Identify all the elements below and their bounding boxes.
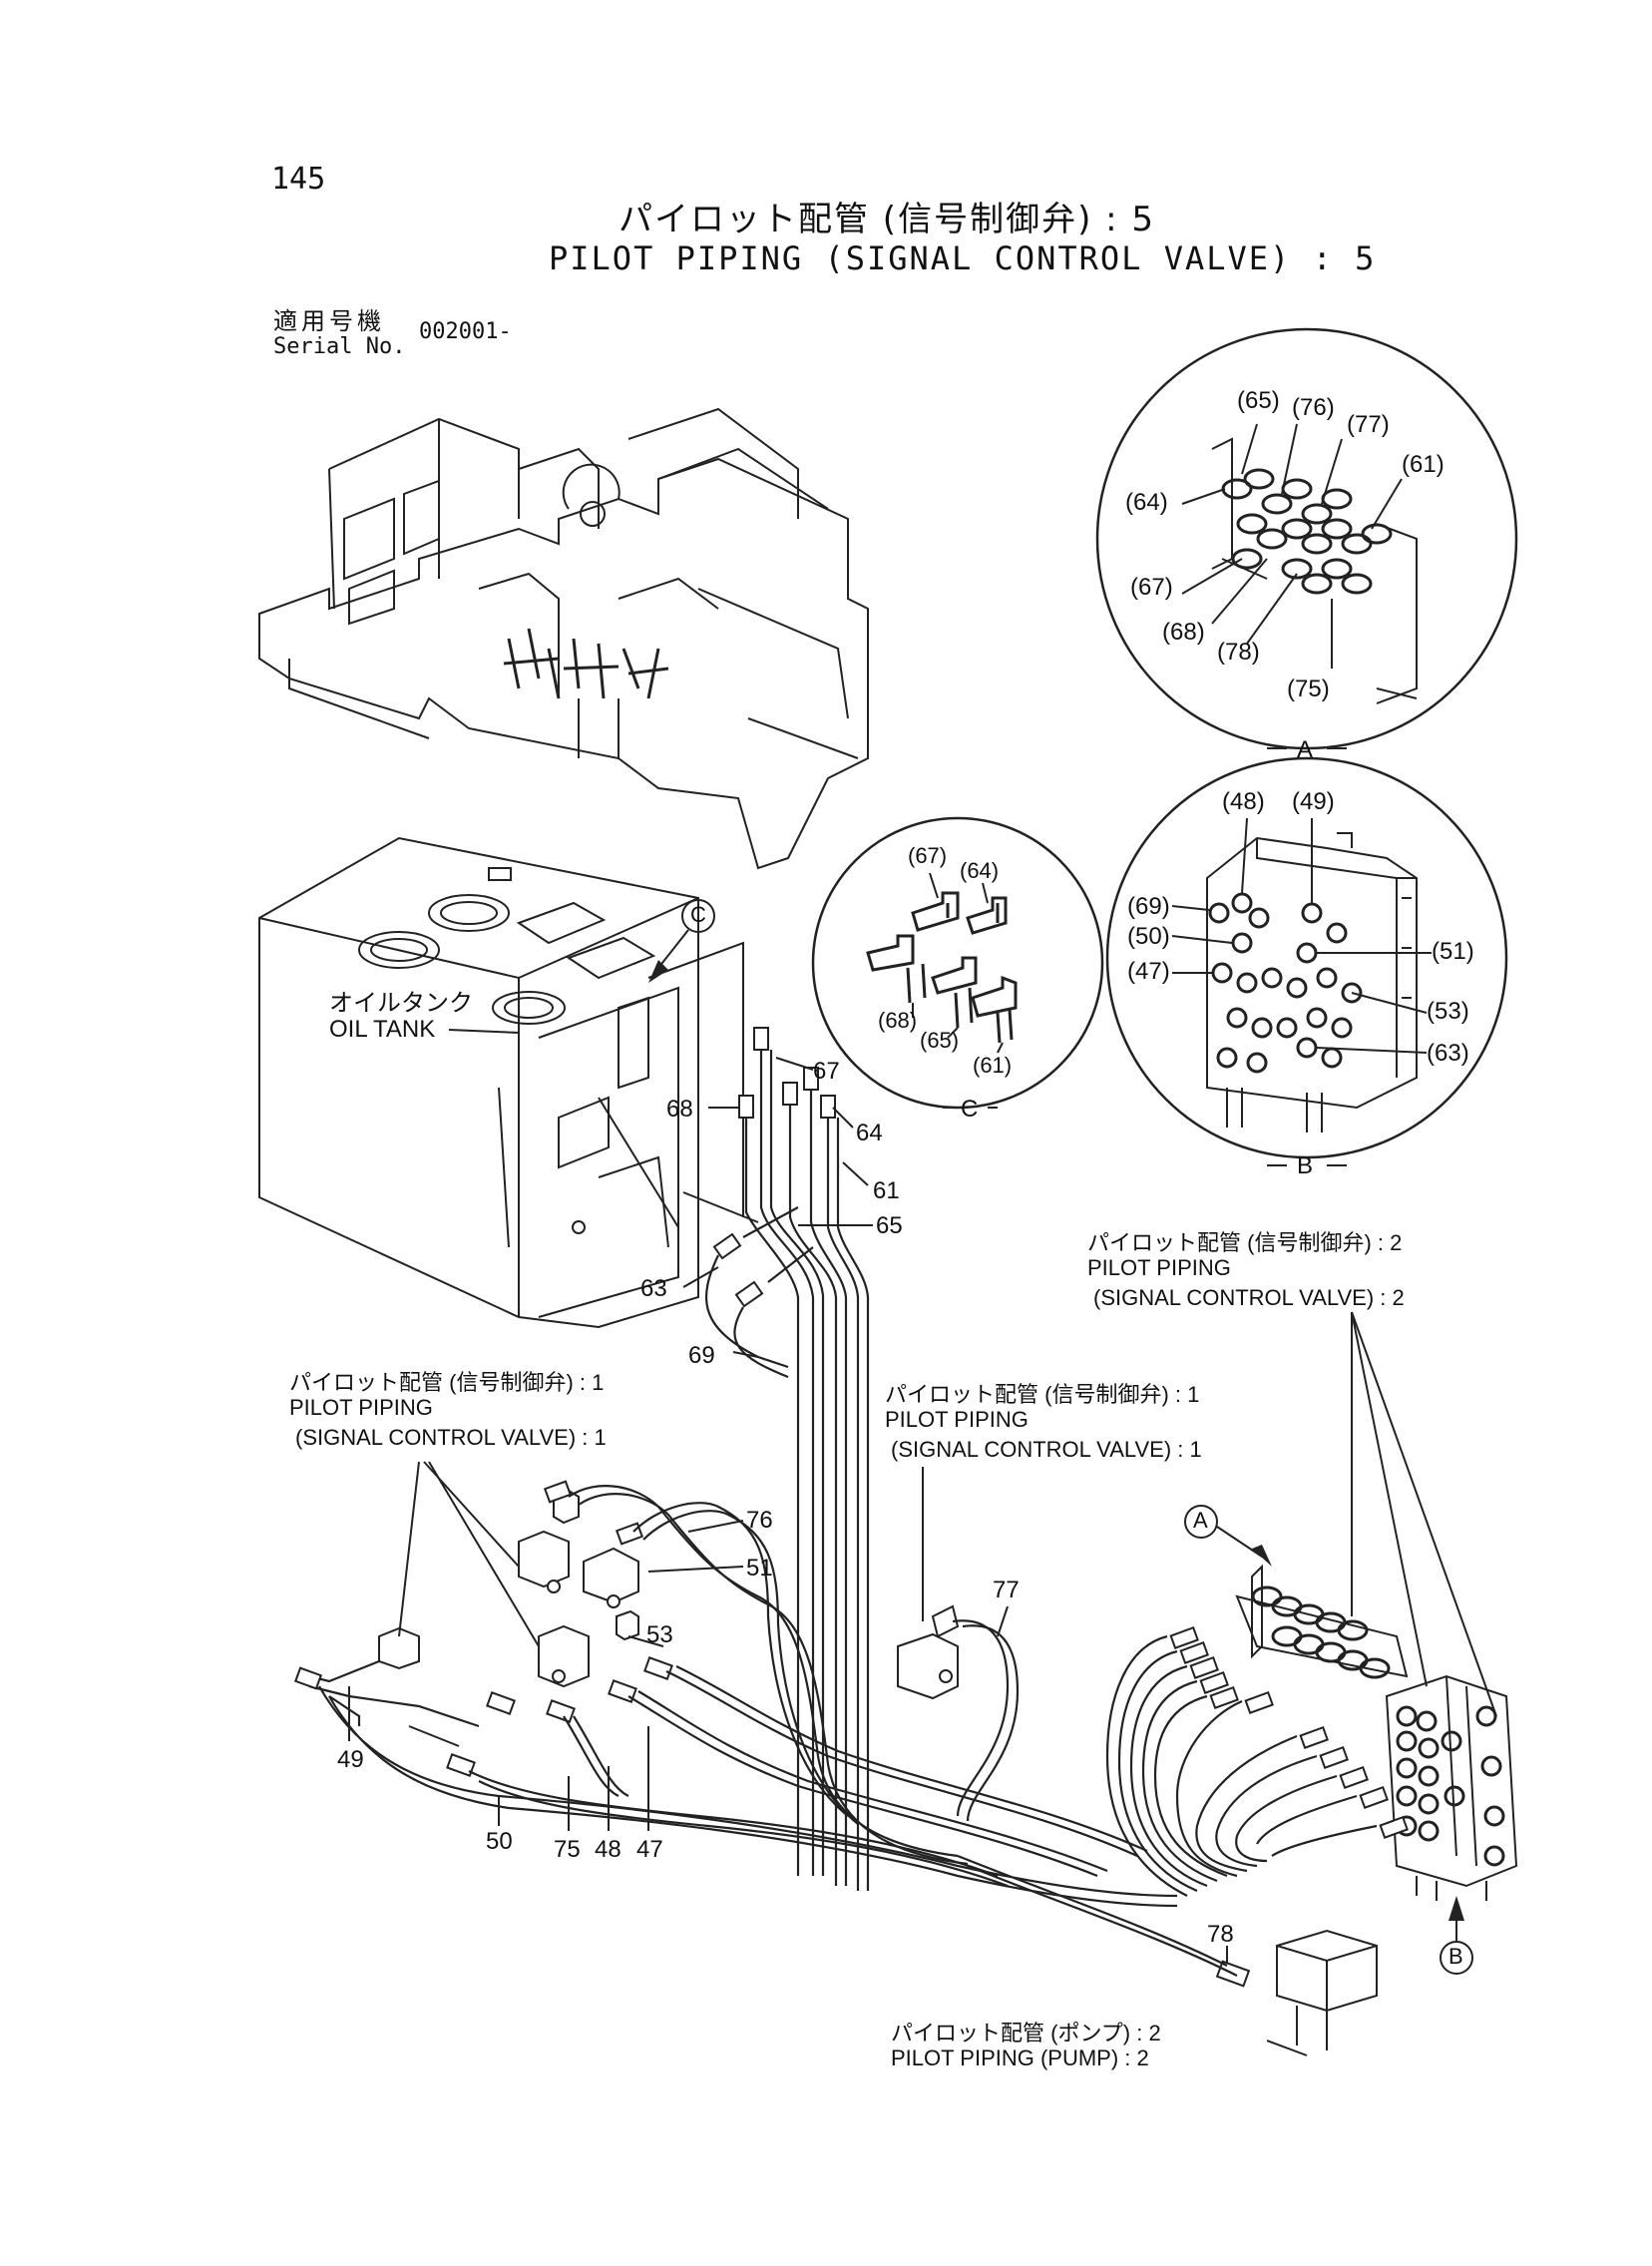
ref-76: 76	[746, 1507, 773, 1534]
serial-label-japanese: 適用号機	[273, 307, 385, 335]
title-english: PILOT PIPING (SIGNAL CONTROL VALVE) : 5	[549, 239, 1377, 277]
ref-48: 48	[595, 1836, 621, 1863]
detail-a-part-67: (67)	[1130, 574, 1173, 601]
xref-sig-cv-1-left-jp: パイロット配管 (信号制御弁) : 1	[289, 1370, 605, 1395]
detail-a-part-68: (68)	[1162, 619, 1205, 646]
left-valve-leaders	[398, 1461, 540, 1647]
upper-ref-leaders	[682, 1057, 873, 1358]
detail-a-part-61: (61)	[1402, 451, 1445, 478]
detail-c-leaders	[912, 872, 1004, 1054]
detail-c-caption: C	[961, 1096, 979, 1123]
detail-b-part-53: (53)	[1427, 998, 1469, 1025]
detail-c-part-67: (67)	[908, 843, 948, 868]
excavator-upper-structure	[258, 407, 869, 870]
control-valve-assembly	[1105, 1564, 1518, 1901]
hose-bundle-upper	[682, 1027, 870, 1891]
ref-63: 63	[640, 1275, 667, 1302]
detail-a-part-78: (78)	[1217, 639, 1260, 666]
oil-tank-drawing	[258, 836, 699, 1329]
ref-50: 50	[486, 1828, 513, 1855]
ref-75: 75	[554, 1836, 581, 1863]
ref-61: 61	[873, 1177, 900, 1204]
ref-68: 68	[666, 1096, 693, 1123]
detail-circle-a	[1095, 327, 1518, 750]
detail-b-part-47: (47)	[1127, 958, 1170, 985]
ref-65: 65	[876, 1212, 903, 1239]
detail-c-part-65: (65)	[920, 1028, 960, 1053]
sig-cv-2-leaders	[1351, 1311, 1497, 1717]
lower-ref-leaders	[348, 1520, 1228, 1976]
serial-label-english: Serial No.	[273, 334, 406, 359]
marker-c-upper	[647, 899, 744, 1217]
detail-a-part-65: (65)	[1237, 387, 1280, 414]
xref-sig-cv-1-mid-jp: パイロット配管 (信号制御弁) : 1	[885, 1382, 1200, 1407]
detail-b-part-48: (48)	[1222, 788, 1265, 815]
detail-c-part-68: (68)	[878, 1008, 918, 1033]
ref-49: 49	[337, 1746, 364, 1773]
xref-sig-cv-1-mid-en1: PILOT PIPING	[885, 1407, 1029, 1432]
detail-circle-b	[1105, 756, 1508, 1159]
detail-c-part-61: (61)	[973, 1053, 1013, 1078]
detail-b-caption: B	[1297, 1152, 1314, 1179]
detail-b-part-50: (50)	[1127, 923, 1170, 950]
oil-tank-label-english: OIL TANK	[329, 1016, 436, 1043]
signal-control-valve-left	[293, 1480, 1178, 1908]
detail-a-part-75: (75)	[1287, 676, 1330, 702]
detail-circle-c	[811, 816, 1104, 1110]
marker-b-lower-label: B	[1448, 1944, 1463, 1969]
xref-sig-cv-1-mid-en2: (SIGNAL CONTROL VALVE) : 1	[891, 1437, 1202, 1462]
ref-67: 67	[813, 1058, 840, 1085]
xref-sig-cv-2-jp: パイロット配管 (信号制御弁) : 2	[1087, 1230, 1403, 1255]
ref-47: 47	[636, 1836, 663, 1863]
detail-b-part-63: (63)	[1427, 1040, 1469, 1067]
page-number: 145	[271, 162, 326, 197]
marker-b-lower	[1440, 1896, 1473, 1975]
detail-b-part-51: (51)	[1432, 938, 1474, 965]
detail-c-part-64: (64)	[960, 858, 1000, 883]
detail-b-part-49: (49)	[1292, 788, 1335, 815]
xref-sig-cv-1-left-en2: (SIGNAL CONTROL VALVE) : 1	[295, 1425, 607, 1450]
detail-a-leaders	[1181, 423, 1403, 669]
xref-sig-cv-1-left-en1: PILOT PIPING	[289, 1395, 433, 1420]
detail-a-part-76: (76)	[1292, 394, 1335, 421]
marker-a-lower-label: A	[1193, 1508, 1208, 1533]
signal-control-valve-mid	[897, 1467, 1020, 1822]
ref-51: 51	[746, 1555, 773, 1582]
title-japanese: パイロット配管 (信号制御弁) : 5	[619, 200, 1156, 239]
oil-tank-label-japanese: オイルタンク	[329, 990, 473, 1017]
ref-78: 78	[1207, 1921, 1234, 1948]
detail-b-part-69: (69)	[1127, 893, 1170, 920]
detail-b-leaders	[1171, 817, 1432, 1054]
serial-number-value: 002001-	[419, 319, 512, 344]
ref-69: 69	[688, 1342, 715, 1369]
pump-pilot-block	[957, 1854, 1378, 2056]
marker-c-label: C	[690, 902, 706, 927]
xref-sig-cv-2-en1: PILOT PIPING	[1087, 1255, 1231, 1280]
detail-a-part-64: (64)	[1125, 489, 1168, 516]
ref-53: 53	[646, 1621, 673, 1648]
oil-tank-leader	[448, 1029, 520, 1034]
ref-77: 77	[993, 1577, 1020, 1603]
detail-a-part-77: (77)	[1347, 411, 1390, 438]
xref-pump-2-jp: パイロット配管 (ポンプ) : 2	[891, 2021, 1161, 2045]
xref-pump-2-en: PILOT PIPING (PUMP) : 2	[891, 2045, 1149, 2070]
detail-a-caption: A	[1297, 736, 1314, 763]
xref-sig-cv-2-en2: (SIGNAL CONTROL VALVE) : 2	[1093, 1285, 1405, 1310]
marker-a-lower	[1184, 1505, 1272, 1567]
ref-64: 64	[856, 1120, 883, 1146]
